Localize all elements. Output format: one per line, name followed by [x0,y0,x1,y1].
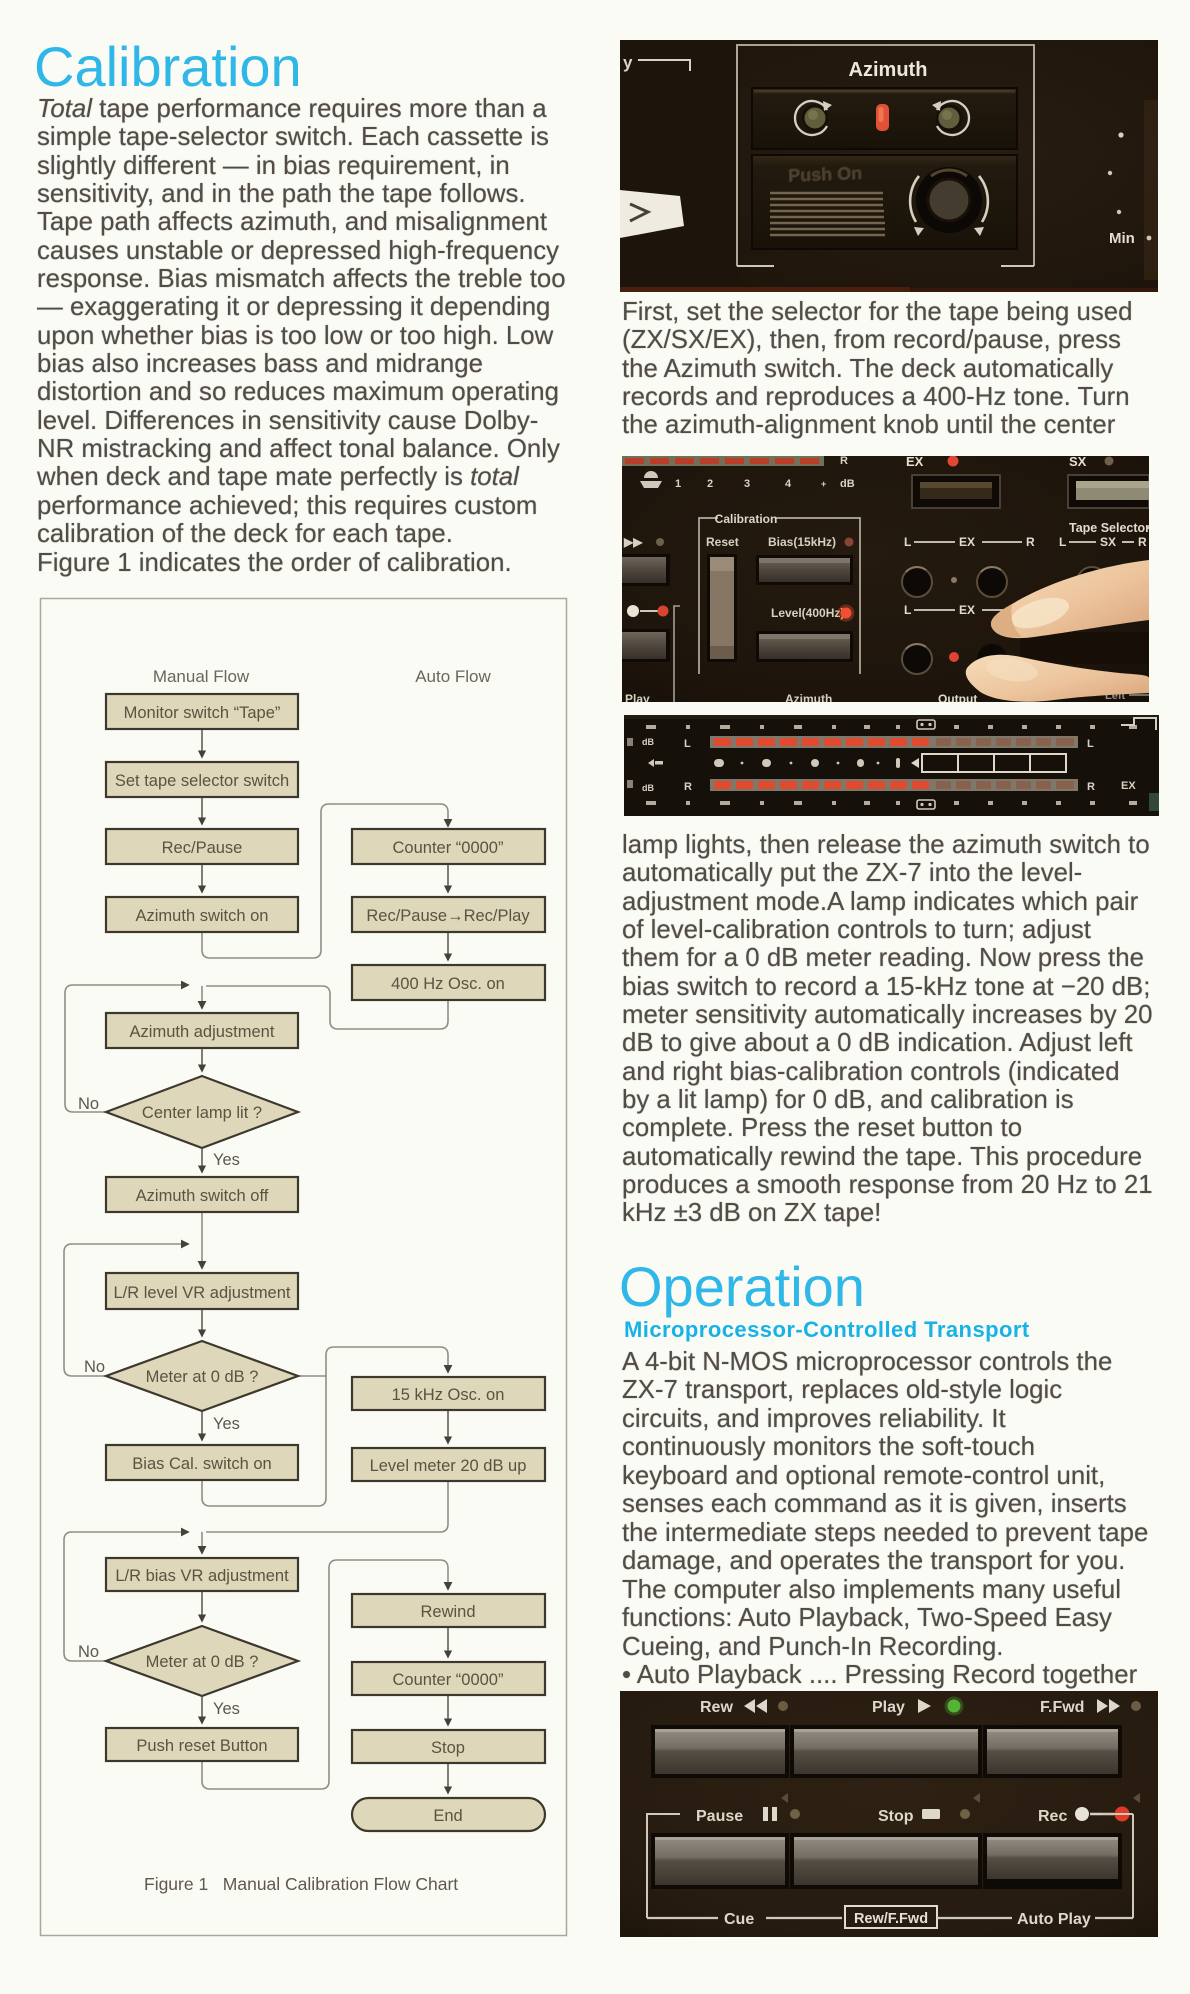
svg-text:Yes: Yes [213,1415,240,1433]
svg-text:Yes: Yes [213,1700,240,1718]
svg-text:Auto Flow: Auto Flow [415,667,491,686]
svg-text:y: y [623,53,633,72]
svg-text:R: R [1087,781,1095,793]
svg-text:4: 4 [785,478,792,490]
svg-text:R: R [684,781,692,793]
svg-text:3: 3 [744,478,750,490]
svg-text:Manual Flow: Manual Flow [153,667,250,686]
svg-text:2: 2 [707,478,713,490]
svg-text:Rew/F.Fwd: Rew/F.Fwd [854,1911,928,1927]
svg-text:Azimuth: Azimuth [849,59,928,81]
svg-text:Yes: Yes [213,1151,240,1169]
svg-text:Cue: Cue [724,1911,754,1928]
svg-text:Reset: Reset [706,535,739,549]
svg-text:L: L [1059,535,1066,549]
svg-text:No: No [84,1358,105,1376]
svg-text:L: L [684,738,691,750]
svg-text:Push reset Button: Push reset Button [136,1737,267,1755]
svg-text:Rec: Rec [1038,1808,1067,1825]
svg-text:End: End [433,1807,462,1825]
svg-text:Monitor switch “Tape”: Monitor switch “Tape” [124,704,281,722]
svg-text:R: R [840,456,848,467]
svg-text:Level meter 20 dB up: Level meter 20 dB up [370,1457,527,1475]
svg-text:No: No [78,1643,99,1661]
svg-text:Center lamp lit ?: Center lamp lit ? [142,1104,262,1122]
svg-text:EX: EX [1121,780,1136,792]
svg-text:Bias(15kHz): Bias(15kHz) [768,535,836,549]
svg-text:+: + [821,479,826,489]
svg-text:Rewind: Rewind [420,1603,475,1621]
svg-text:Auto Play: Auto Play [1017,1911,1091,1928]
svg-text:Azimuth adjustment: Azimuth adjustment [130,1023,275,1041]
svg-text:Push On: Push On [787,163,862,186]
svg-text:dB: dB [840,478,855,490]
svg-text:L: L [904,535,911,549]
svg-text:400 Hz Osc. on: 400 Hz Osc. on [391,975,505,993]
svg-text:Pause: Pause [696,1808,743,1825]
svg-text:Level(400Hz): Level(400Hz) [771,606,844,620]
svg-text:SX: SX [1100,535,1116,549]
svg-text:Output: Output [938,692,977,702]
svg-text:Min: Min [1109,230,1135,247]
svg-text:1: 1 [675,478,681,490]
svg-text:L: L [904,603,911,617]
svg-text:L/R bias VR adjustment: L/R bias VR adjustment [115,1567,289,1585]
svg-text:Azimuth switch on: Azimuth switch on [136,907,269,925]
svg-text:Rec/Pause→Rec/Play: Rec/Pause→Rec/Play [366,907,530,925]
svg-text:L/R level VR adjustment: L/R level VR adjustment [114,1284,291,1302]
svg-text:Stop: Stop [878,1808,914,1825]
svg-text:Calibration: Calibration [715,512,778,526]
svg-text:Set tape selector switch: Set tape selector switch [115,772,289,790]
svg-text:▶▶: ▶▶ [623,535,643,549]
svg-text:Counter “0000”: Counter “0000” [393,839,504,857]
svg-text:15 kHz Osc. on: 15 kHz Osc. on [392,1386,505,1404]
svg-text:EX: EX [959,535,975,549]
svg-text:No: No [78,1095,99,1113]
svg-text:Tape Selector: Tape Selector [1069,521,1149,535]
svg-text:dB: dB [642,737,654,747]
svg-text:Meter at 0 dB ?: Meter at 0 dB ? [146,1368,259,1386]
svg-text:Figure 1 Manual Calibration: Figure 1 Manual Calibration Flow Chart [144,1874,458,1894]
svg-text:Push On: Push On [788,162,863,185]
svg-text:Counter “0000”: Counter “0000” [393,1671,504,1689]
svg-text:Azimuth: Azimuth [785,692,832,702]
svg-text:F.Fwd: F.Fwd [1040,1699,1084,1716]
svg-text:Rew: Rew [700,1699,733,1716]
svg-text:SX: SX [1069,456,1087,469]
svg-text:EX: EX [959,603,975,617]
svg-text:Play: Play [872,1699,905,1716]
svg-text:Azimuth switch off: Azimuth switch off [136,1187,269,1205]
svg-text:EX: EX [906,456,924,469]
svg-text:Meter at 0 dB ?: Meter at 0 dB ? [146,1653,259,1671]
svg-text:R: R [1138,535,1147,549]
svg-text:Stop: Stop [431,1739,465,1757]
svg-text:dB: dB [642,783,654,793]
svg-text:Rec/Pause: Rec/Pause [162,839,243,857]
svg-text:L: L [1087,738,1094,750]
svg-text:Bias Cal. switch on: Bias Cal. switch on [132,1455,271,1473]
svg-text:R: R [1026,535,1035,549]
svg-text:Play: Play [625,692,650,702]
